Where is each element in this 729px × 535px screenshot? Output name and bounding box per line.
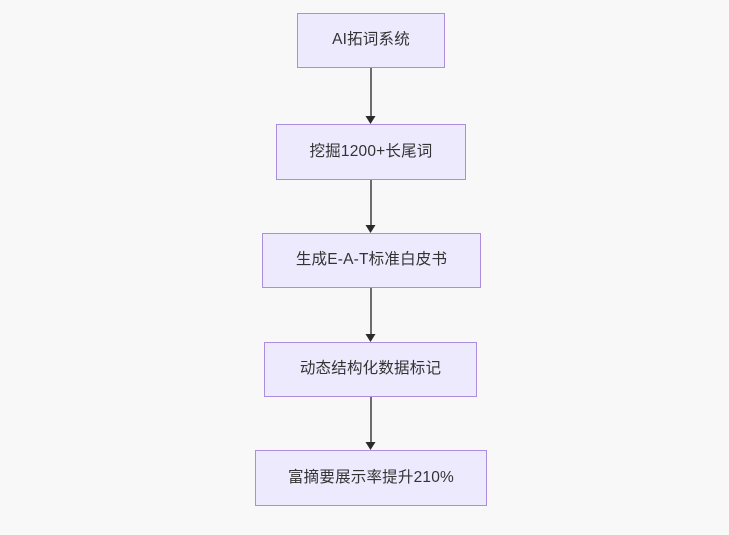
edge-line-3 [370, 288, 372, 334]
arrowhead-icon-2 [365, 225, 376, 233]
node-rich-snippet-result[interactable]: 富摘要展示率提升210% [255, 450, 487, 506]
arrowhead-icon-1 [365, 116, 376, 124]
node-label: AI拓词系统 [332, 31, 410, 49]
node-dynamic-structured-data[interactable]: 动态结构化数据标记 [264, 342, 477, 397]
node-generate-eat-whitepaper[interactable]: 生成E-A-T标准白皮书 [262, 233, 481, 288]
node-label: 富摘要展示率提升210% [287, 468, 455, 486]
node-ai-keyword-system[interactable]: AI拓词系统 [297, 13, 445, 68]
edge-line-1 [370, 68, 372, 116]
arrowhead-icon-4 [365, 442, 376, 450]
node-label: 挖掘1200+长尾词 [309, 142, 433, 160]
edge-line-4 [370, 397, 372, 442]
edge-line-2 [370, 180, 372, 225]
arrowhead-icon-3 [365, 334, 376, 342]
node-label: 动态结构化数据标记 [299, 360, 442, 378]
node-mine-longtail-keywords[interactable]: 挖掘1200+长尾词 [276, 124, 466, 180]
node-label: 生成E-A-T标准白皮书 [295, 251, 448, 269]
